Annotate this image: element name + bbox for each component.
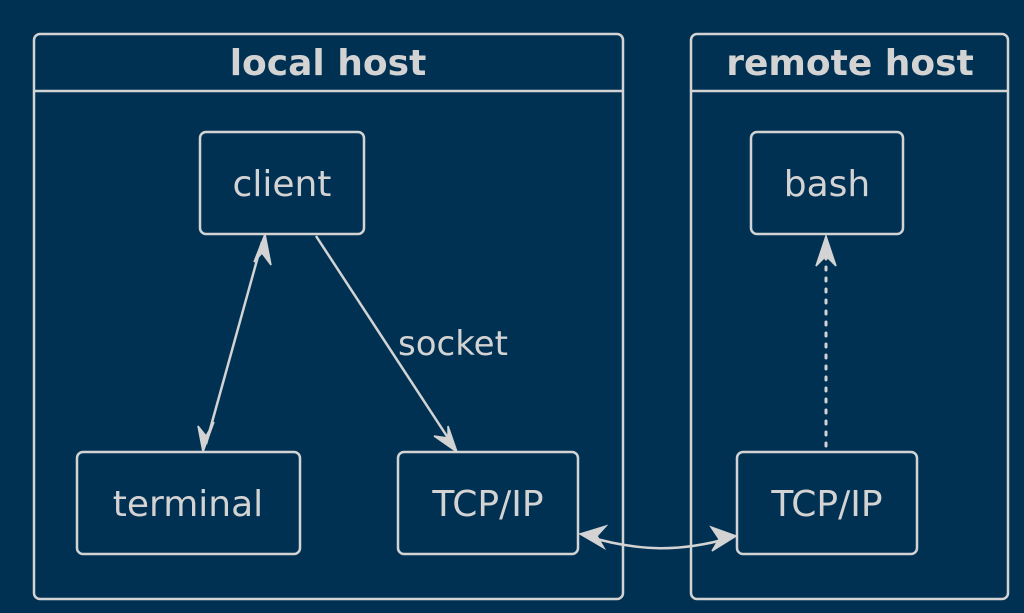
edge-label-socket: socket: [398, 324, 508, 364]
group-local-host-frame: [32, 32, 625, 601]
node-local-tcp-label: TCP/IP: [431, 484, 543, 525]
edge-client-terminal: [204, 241, 264, 445]
node-local-tcp-box: [396, 450, 580, 556]
group-remote-host-frame: [689, 32, 1010, 601]
node-bash-label: bash: [784, 164, 870, 205]
arrowhead-remote-tcp-side-icon: [709, 525, 738, 552]
node-remote-tcp-box: [735, 450, 919, 556]
node-terminal-label: terminal: [113, 484, 263, 525]
node-bash: bash: [749, 130, 905, 236]
edges: socket: [197, 231, 837, 552]
node-local-tcp: TCP/IP: [396, 450, 580, 556]
node-bash-box: [749, 130, 905, 236]
arrowhead-terminal-icon: [197, 421, 215, 455]
arrowhead-local-tcp-side-icon: [578, 524, 609, 551]
node-client-label: client: [233, 164, 332, 205]
node-remote-tcp: TCP/IP: [735, 450, 919, 556]
edge-local-tcp-remote-tcp: [585, 534, 731, 550]
arrowhead-bash-icon: [815, 233, 837, 267]
node-client-box: [198, 130, 366, 236]
group-local-host-title: local host: [230, 43, 427, 84]
group-remote-host-title: remote host: [726, 43, 974, 84]
arrowhead-client-top-icon: [253, 231, 272, 266]
node-client: client: [198, 130, 366, 236]
node-terminal-box: [75, 450, 302, 556]
node-remote-tcp-label: TCP/IP: [770, 484, 882, 525]
arrowhead-local-tcp-icon: [433, 425, 459, 454]
group-remote-host: remote host: [689, 32, 1010, 601]
edge-client-local-tcp: [314, 235, 454, 445]
node-terminal: terminal: [75, 450, 302, 556]
group-local-host: local host: [32, 32, 625, 601]
